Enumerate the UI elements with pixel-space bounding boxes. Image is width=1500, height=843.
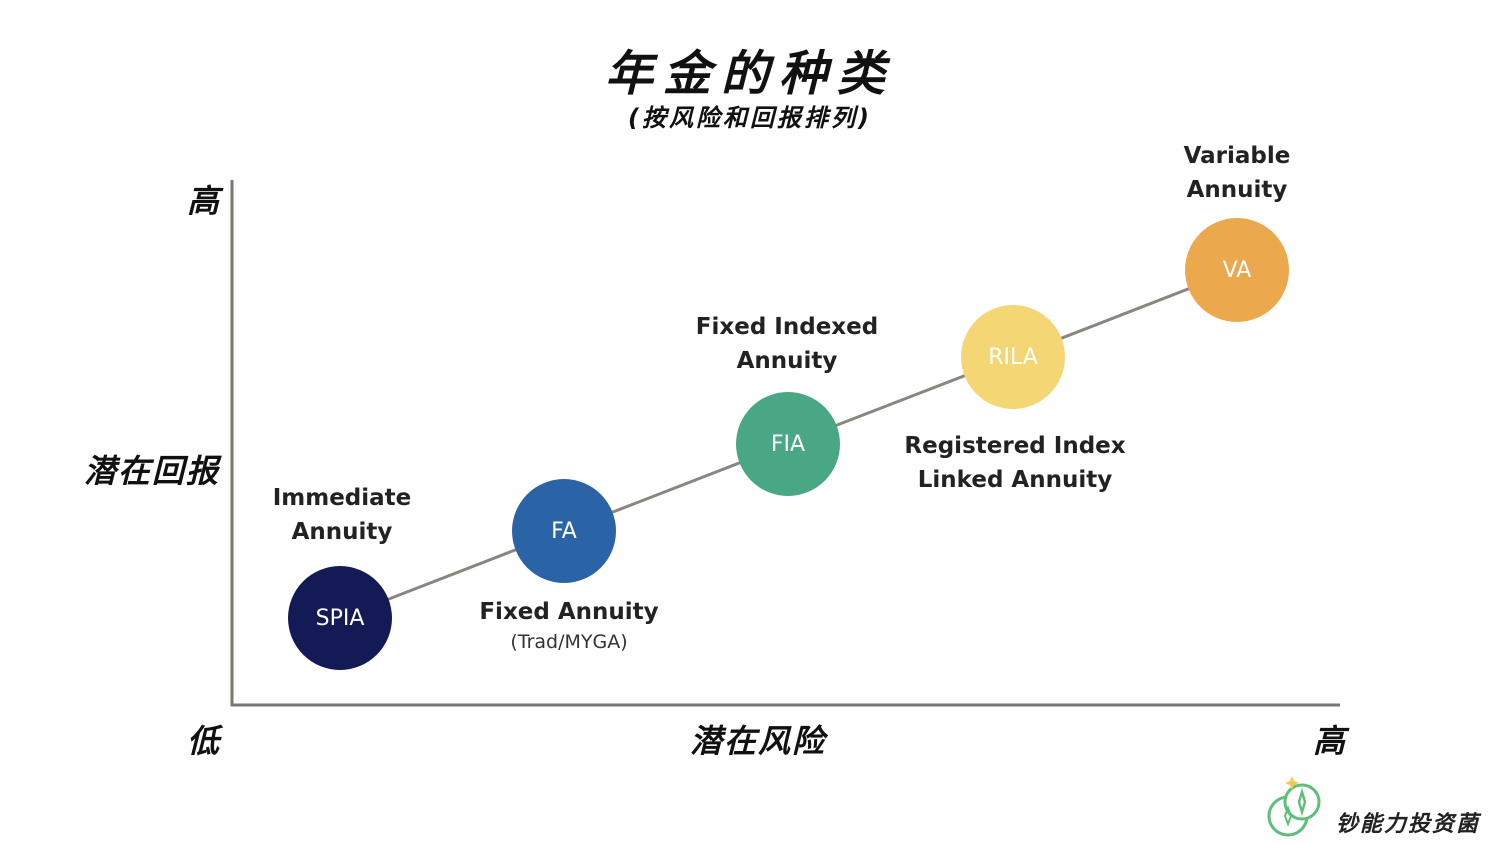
spia-name-line2: Annuity	[291, 519, 393, 545]
va-name-line1: Variable	[1183, 143, 1291, 169]
diagram-title: 年金的种类	[604, 46, 895, 102]
rila-name-line1: Registered Index	[904, 433, 1126, 459]
spia-name-label: Immediate Annuity	[212, 481, 472, 549]
y-axis-high-label: 高	[187, 182, 220, 220]
va-name-line2: Annuity	[1186, 177, 1288, 203]
fa-name-line1: Fixed Annuity	[479, 599, 659, 625]
spia-abbr: SPIA	[315, 605, 365, 631]
spia-name-line1: Immediate	[272, 485, 412, 511]
brand-name: 钞能力投资菌	[1336, 812, 1481, 837]
fia-name-line1: Fixed Indexed	[695, 314, 879, 340]
diagram-subtitle: (按风险和回报排列)	[628, 104, 872, 132]
x-axis-high-label: 高	[1313, 722, 1346, 760]
fia-node: FIA	[736, 392, 840, 496]
fa-note: (Trad/MYGA)	[510, 631, 628, 653]
fia-abbr: FIA	[770, 431, 806, 457]
brand-watermark: 钞能力投资菌	[1264, 772, 1494, 838]
two-coins-with-sparkle-icon	[1267, 776, 1321, 837]
va-name-label: Variable Annuity	[1107, 139, 1367, 207]
rila-node: RILA	[961, 305, 1065, 409]
fia-name-label: Fixed Indexed Annuity	[657, 310, 917, 378]
fia-name-line2: Annuity	[736, 348, 838, 374]
va-abbr: VA	[1222, 257, 1252, 283]
origin-low-label: 低	[187, 722, 220, 760]
spia-node: SPIA	[288, 566, 392, 670]
fa-name-label: Fixed Annuity	[439, 595, 699, 629]
rila-name-label: Registered Index Linked Annuity	[880, 429, 1150, 497]
x-axis-title: 潜在风险	[690, 722, 827, 760]
y-axis-title: 潜在回报	[84, 452, 221, 490]
rila-abbr: RILA	[988, 344, 1038, 370]
rila-name-line2: Linked Annuity	[917, 467, 1113, 493]
fa-node: FA	[512, 479, 616, 583]
va-node: VA	[1185, 218, 1289, 322]
fa-abbr: FA	[551, 518, 577, 544]
